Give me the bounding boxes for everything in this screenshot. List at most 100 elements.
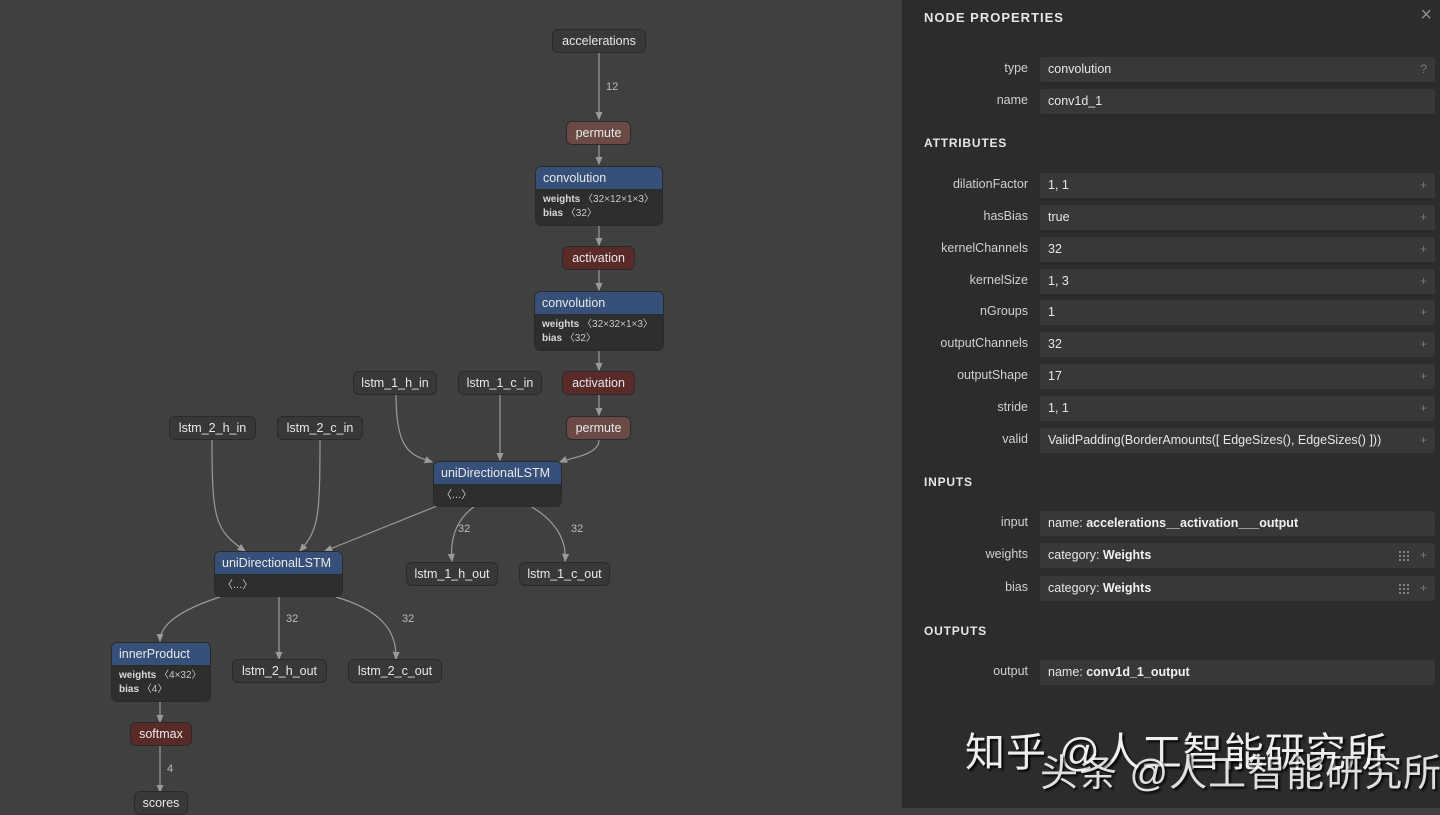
- attribute-row: kernelSize 1, 3+: [902, 269, 1440, 294]
- bias-shape: 〈4〉: [141, 684, 168, 695]
- tensor-grid-icon[interactable]: [1398, 550, 1409, 561]
- node-lstm-2-c-out[interactable]: lstm_2_c_out: [348, 659, 442, 683]
- attribute-value[interactable]: 1, 3+: [1040, 269, 1435, 294]
- outputs-heading: OUTPUTS: [924, 624, 987, 638]
- node-lstm-2-h-in[interactable]: lstm_2_h_in: [169, 416, 256, 440]
- input-value[interactable]: category: Weights+: [1040, 576, 1435, 601]
- expand-icon[interactable]: +: [1419, 274, 1427, 288]
- attribute-value[interactable]: 1, 1+: [1040, 396, 1435, 421]
- graph-edges: [156, 53, 603, 794]
- expand-icon[interactable]: +: [1419, 548, 1427, 562]
- node-lstm-1-c-in[interactable]: lstm_1_c_in: [458, 371, 542, 395]
- property-value[interactable]: conv1d_1: [1040, 89, 1435, 114]
- bias-label: bias: [543, 208, 564, 219]
- node-title: uniDirectionalLSTM: [215, 552, 342, 575]
- edge-label: 12: [606, 81, 619, 93]
- node-activation[interactable]: activation: [562, 246, 635, 270]
- weights-label: weights: [119, 670, 157, 681]
- attribute-value[interactable]: true+: [1040, 205, 1435, 230]
- node-body: 〈...〉: [434, 485, 561, 506]
- attribute-label: valid: [1002, 432, 1028, 446]
- attribute-row: stride 1, 1+: [902, 396, 1440, 421]
- node-lstm-1-h-in[interactable]: lstm_1_h_in: [353, 371, 437, 395]
- attribute-row: outputChannels 32+: [902, 332, 1440, 357]
- panel-title: NODE PROPERTIES: [924, 10, 1064, 25]
- weights-label: weights: [542, 319, 580, 330]
- edge-label: 32: [571, 523, 584, 535]
- expand-icon[interactable]: +: [1419, 581, 1427, 595]
- watermark-text: 知乎 @人工智能研究所: [965, 731, 1388, 775]
- input-value[interactable]: name: accelerations__activation___output: [1040, 511, 1435, 536]
- node-lstm-1-h-out[interactable]: lstm_1_h_out: [406, 562, 498, 586]
- node-convolution-1[interactable]: convolution weights 〈32×12×1×3〉 bias 〈32…: [535, 166, 663, 226]
- expand-icon[interactable]: +: [1419, 369, 1427, 383]
- attribute-row: kernelChannels 32+: [902, 237, 1440, 262]
- attribute-value[interactable]: 32+: [1040, 237, 1435, 262]
- node-permute[interactable]: permute: [566, 416, 631, 440]
- tensor-grid-icon[interactable]: [1398, 583, 1409, 594]
- attribute-label: outputShape: [957, 368, 1028, 382]
- node-unidirectional-lstm-2[interactable]: uniDirectionalLSTM 〈...〉: [214, 551, 343, 597]
- attribute-label: dilationFactor: [952, 177, 1028, 191]
- bias-shape: 〈32〉: [565, 208, 597, 219]
- attributes-heading: ATTRIBUTES: [924, 136, 1008, 150]
- expand-icon[interactable]: +: [1419, 210, 1427, 224]
- expand-icon[interactable]: +: [1419, 305, 1427, 319]
- node-unidirectional-lstm-1[interactable]: uniDirectionalLSTM 〈...〉: [433, 461, 562, 507]
- attribute-label: kernelChannels: [941, 241, 1028, 255]
- node-inner-product[interactable]: innerProduct weights 〈4×32〉 bias 〈4〉: [111, 642, 211, 702]
- expand-icon[interactable]: +: [1419, 337, 1427, 351]
- node-lstm-2-h-out[interactable]: lstm_2_h_out: [232, 659, 327, 683]
- attribute-label: nGroups: [980, 304, 1028, 318]
- node-scores[interactable]: scores: [134, 791, 188, 815]
- node-lstm-1-c-out[interactable]: lstm_1_c_out: [519, 562, 610, 586]
- expand-icon[interactable]: +: [1419, 401, 1427, 415]
- input-value[interactable]: category: Weights+: [1040, 543, 1435, 568]
- node-properties-panel: NODE PROPERTIES × type convolution? name…: [902, 0, 1440, 808]
- bias-label: bias: [542, 333, 563, 344]
- node-title: uniDirectionalLSTM: [434, 462, 561, 485]
- help-icon[interactable]: ?: [1420, 62, 1427, 76]
- expand-icon[interactable]: +: [1419, 178, 1427, 192]
- graph-canvas[interactable]: 12 32 32 32 32 4 accelerations permute c…: [0, 0, 902, 815]
- input-label: bias: [1005, 580, 1028, 594]
- node-title: convolution: [535, 292, 663, 315]
- edge-label: 32: [286, 613, 299, 625]
- weights-shape: 〈32×32×1×3〉: [582, 319, 653, 330]
- property-value[interactable]: convolution?: [1040, 57, 1435, 82]
- expand-icon[interactable]: +: [1419, 242, 1427, 256]
- property-label: type: [1004, 61, 1028, 75]
- property-row-name: name conv1d_1: [902, 89, 1440, 114]
- edge-label: 32: [458, 523, 471, 535]
- close-icon[interactable]: ×: [1420, 4, 1432, 26]
- output-row: output name: conv1d_1_output: [902, 660, 1440, 685]
- attribute-value[interactable]: ValidPadding(BorderAmounts([ EdgeSizes()…: [1040, 428, 1435, 453]
- expand-icon[interactable]: +: [1419, 433, 1427, 447]
- node-convolution-2[interactable]: convolution weights 〈32×32×1×3〉 bias 〈32…: [534, 291, 664, 351]
- node-permute[interactable]: permute: [566, 121, 631, 145]
- node-accelerations[interactable]: accelerations: [552, 29, 646, 53]
- input-row: bias category: Weights+: [902, 576, 1440, 601]
- property-row-type: type convolution?: [902, 57, 1440, 82]
- output-value[interactable]: name: conv1d_1_output: [1040, 660, 1435, 685]
- attribute-value[interactable]: 17+: [1040, 364, 1435, 389]
- attribute-row: nGroups 1+: [902, 300, 1440, 325]
- attribute-label: hasBias: [983, 209, 1028, 223]
- node-title: innerProduct: [112, 643, 210, 666]
- attribute-value[interactable]: 1, 1+: [1040, 173, 1435, 198]
- node-activation[interactable]: activation: [562, 371, 635, 395]
- weights-label: weights: [543, 194, 581, 205]
- attribute-value[interactable]: 32+: [1040, 332, 1435, 357]
- weights-shape: 〈32×12×1×3〉: [583, 194, 654, 205]
- node-lstm-2-c-in[interactable]: lstm_2_c_in: [277, 416, 363, 440]
- inputs-heading: INPUTS: [924, 475, 973, 489]
- attribute-label: stride: [997, 400, 1028, 414]
- output-label: output: [993, 664, 1028, 678]
- node-softmax[interactable]: softmax: [130, 722, 192, 746]
- input-label: weights: [985, 547, 1028, 561]
- input-row: input name: accelerations__activation___…: [902, 511, 1440, 536]
- bias-shape: 〈32〉: [564, 333, 596, 344]
- attribute-row: outputShape 17+: [902, 364, 1440, 389]
- attribute-value[interactable]: 1+: [1040, 300, 1435, 325]
- attribute-row: dilationFactor 1, 1+: [902, 173, 1440, 198]
